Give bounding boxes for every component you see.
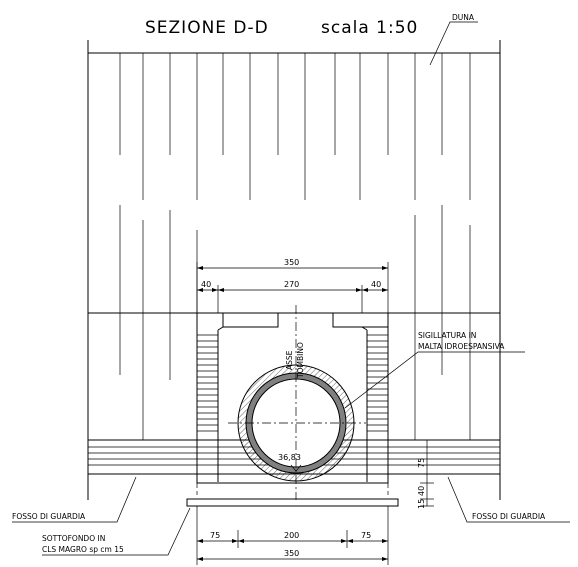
tombino-label: TOMBINO (296, 342, 305, 379)
dim-bottom-mid: 200 (284, 531, 299, 540)
sealing-leader (344, 351, 525, 409)
dim-bottom-left: 75 (210, 531, 220, 540)
dim-top-right: 40 (371, 280, 381, 289)
foundation-slab (186, 498, 399, 507)
level-marker (290, 464, 302, 472)
duna-label: DUNA (452, 13, 475, 22)
dim-vertical-40: 40 (417, 486, 426, 496)
subbase-label-line1: SOTTOFONDO IN (42, 534, 105, 543)
embankment (87, 40, 501, 500)
vertical-dimensions (420, 439, 434, 507)
dim-vertical-75: 75 (417, 458, 426, 468)
culvert-structure (196, 312, 389, 484)
sealing-label-line2: MALTA IDROESPANSIVA (418, 342, 505, 351)
top-dimensions (196, 262, 389, 313)
subbase-label-line2: CLS MAGRO sp cm 15 (42, 545, 124, 554)
subbase-leader (42, 507, 191, 556)
fosso-right-leader (447, 476, 570, 523)
duna-leader (429, 21, 478, 66)
dim-bottom-right: 75 (361, 531, 371, 540)
sealing-label-line1: SIGILLATURA IN (418, 331, 476, 340)
fosso-right-label: FOSSO DI GUARDIA (472, 512, 546, 521)
section-title: SEZIONE D-D (145, 18, 269, 38)
level-label: 36,83 (278, 453, 301, 462)
asse-label: ASSE (285, 350, 294, 370)
dim-top-total: 350 (284, 258, 299, 267)
dim-bottom-total: 350 (284, 549, 299, 558)
bottom-dimensions (196, 506, 389, 565)
dim-top-mid: 270 (284, 280, 299, 289)
dim-vertical-15: 15 (417, 499, 426, 509)
dim-top-left: 40 (201, 280, 211, 289)
fosso-left-leader (12, 476, 137, 523)
fosso-left-label: FOSSO DI GUARDIA (12, 512, 86, 521)
scale-label: scala 1:50 (321, 18, 418, 38)
